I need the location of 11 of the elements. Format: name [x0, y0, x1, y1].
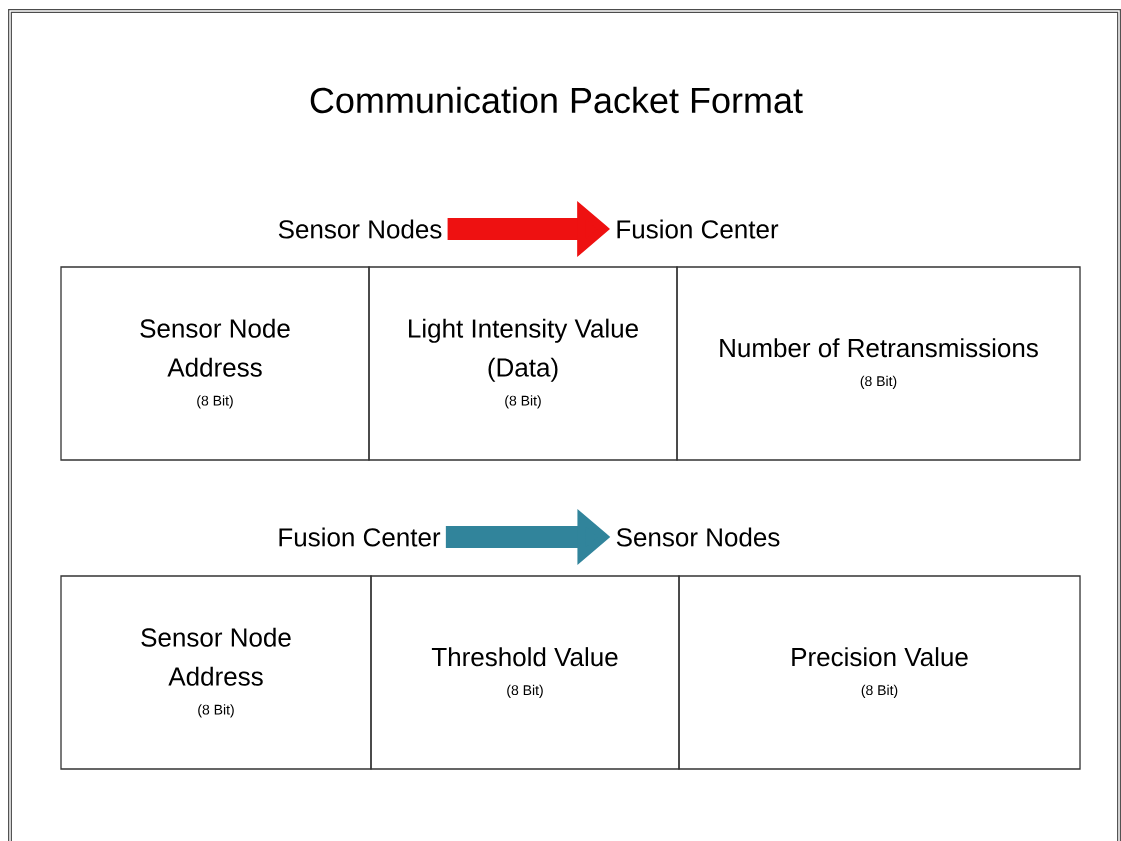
- endpoint-label: Fusion Center: [279, 527, 441, 547]
- title: Communication Packet Format: [310, 86, 803, 114]
- endpoint-label: Sensor Nodes: [616, 527, 780, 547]
- endpoint-label: Fusion Center: [617, 219, 779, 239]
- endpoint-label: Sensor Nodes: [278, 219, 442, 239]
- packet-field: Sensor Node Address (8 Bit): [60, 575, 372, 770]
- packet-field: Sensor Node Address (8 Bit): [60, 266, 370, 461]
- packet-field: Threshold Value (8 Bit): [370, 575, 680, 770]
- packet-field: Number of Retransmissions (8 Bit): [676, 266, 1081, 461]
- packet-field: Light Intensity Value (Data) (8 Bit): [368, 266, 678, 461]
- packet-field: Precision Value (8 Bit): [678, 575, 1081, 770]
